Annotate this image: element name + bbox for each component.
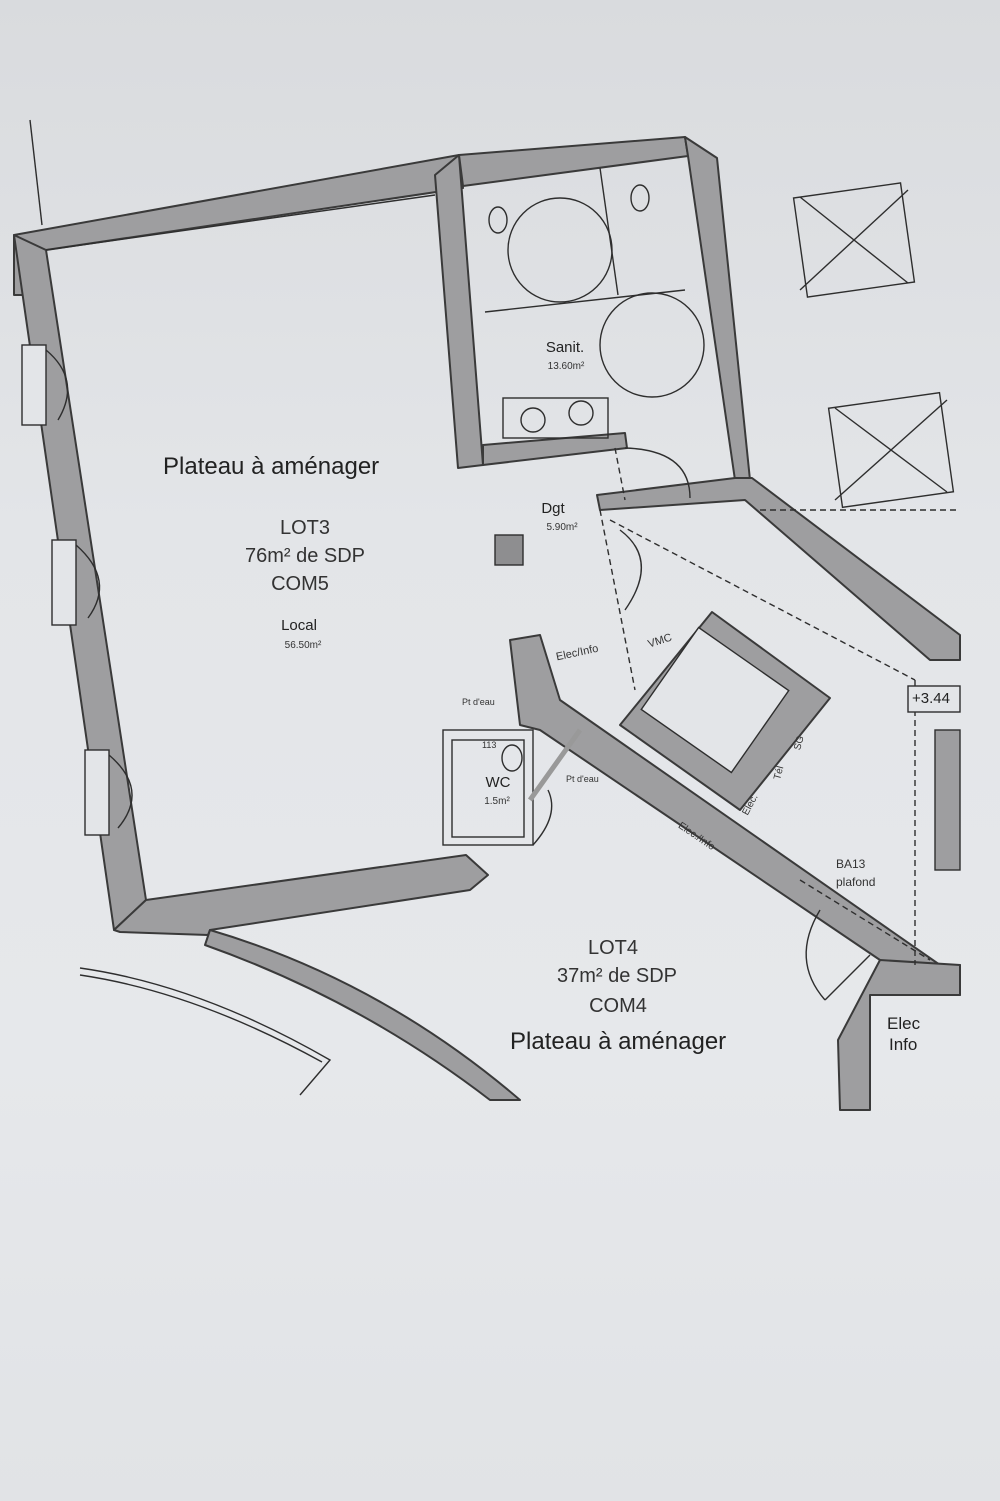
skylight-2 xyxy=(827,391,955,509)
window-swing-3 xyxy=(108,754,133,829)
lot3-south-wall xyxy=(113,854,489,936)
level-label: +3.44 xyxy=(912,690,950,707)
lot4-door-swing xyxy=(619,529,643,611)
window-2 xyxy=(51,539,77,626)
level-box xyxy=(907,685,961,713)
wc-name: WC xyxy=(485,774,511,791)
wc-door-swing xyxy=(532,789,553,846)
skylight-2-cross-b xyxy=(834,399,948,501)
ba13-line1: BA13 xyxy=(836,857,866,871)
dgt-dashed-1 xyxy=(614,447,626,501)
sanit-west-wall xyxy=(434,154,484,469)
wc-toilet xyxy=(501,744,523,772)
pt-eau-1-label: Pt d'eau xyxy=(462,697,495,707)
east-diagonal-wall xyxy=(596,477,961,661)
sanit-north-wall xyxy=(458,136,689,187)
pt-eau-2-label: Pt d'eau xyxy=(566,774,599,784)
wc-room-outline xyxy=(442,729,534,846)
elec-info-line2: Info xyxy=(889,1035,918,1054)
curved-south-wall xyxy=(204,929,521,1101)
lot4-lot: LOT4 xyxy=(587,937,639,959)
wc-dim: 113 xyxy=(482,740,497,750)
lot4-com: COM4 xyxy=(589,995,647,1017)
window-3 xyxy=(84,749,110,836)
skylight-1-cross-b xyxy=(799,189,909,291)
window-swing-2 xyxy=(75,544,101,619)
dgt-name: Dgt xyxy=(541,500,565,517)
wc-area: 1.5m² xyxy=(484,796,510,807)
ba13-line2: plafond xyxy=(836,875,876,889)
sanit-door-line xyxy=(484,289,686,313)
sanit-east-wall xyxy=(684,136,751,481)
washbasin-counter xyxy=(502,397,609,439)
lot3-area: 76m² de SDP xyxy=(244,545,366,567)
dgt-area: 5.90m² xyxy=(546,522,578,533)
sanit-partition xyxy=(599,167,619,296)
local-area: 56.50m² xyxy=(284,640,322,651)
toilet-2 xyxy=(630,184,650,212)
washbasin-1 xyxy=(520,407,546,433)
sanit-turning-circle-1 xyxy=(507,197,613,303)
lot3-lot: LOT3 xyxy=(279,517,331,539)
lot3-inner-line xyxy=(45,194,436,251)
dgt-pillar xyxy=(494,534,524,566)
wc-room-inner xyxy=(451,739,525,838)
dgt-door-swing xyxy=(624,447,691,499)
window-1 xyxy=(21,344,47,426)
skylight-1 xyxy=(792,182,916,298)
left-edge-line xyxy=(29,119,43,226)
dashed-ba13 xyxy=(799,879,931,961)
dgt-dashed-2 xyxy=(599,509,636,691)
lot4-south-door-leaf xyxy=(824,954,871,1001)
lot3-com: COM5 xyxy=(271,573,329,595)
elec-info-wall xyxy=(837,959,961,1111)
sanit-turning-circle-2 xyxy=(599,292,705,398)
washbasin-2 xyxy=(568,400,594,426)
lot3-title: Plateau à aménager xyxy=(163,453,380,480)
elec-info-line1: Elec xyxy=(887,1014,921,1033)
wc-door-leaf xyxy=(527,728,583,802)
lot4-title: Plateau à aménager xyxy=(510,1028,727,1055)
lot3-outer-wall xyxy=(13,154,464,296)
east-cabinet xyxy=(934,729,961,871)
sanit-name: Sanit. xyxy=(545,339,585,356)
lot4-area: 37m² de SDP xyxy=(556,965,678,987)
curved-south-thin-line xyxy=(79,967,332,1096)
lot3-west-wall xyxy=(13,234,147,931)
toilet-1 xyxy=(488,206,508,234)
sanit-area: 13.60m² xyxy=(547,361,585,372)
local-name: Local xyxy=(281,617,317,634)
stair-inner xyxy=(640,626,790,774)
window-swing-1 xyxy=(45,349,69,421)
lot4-south-door-swing xyxy=(805,909,826,1001)
curved-south-thin-line-2 xyxy=(79,974,323,1063)
dashed-east-1 xyxy=(609,519,916,681)
